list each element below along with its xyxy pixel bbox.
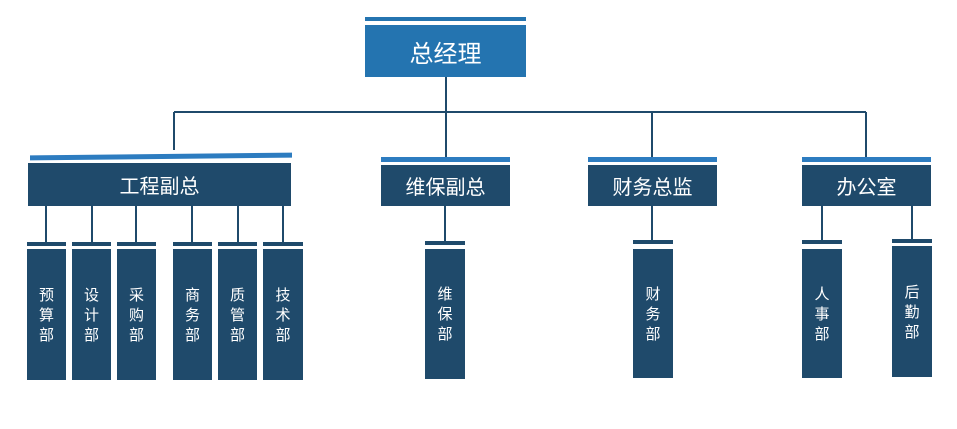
- finance-director-node: 财务总监: [588, 165, 717, 206]
- maintenance-vp-label: 维保副总: [405, 175, 486, 199]
- dept-design-bar: [72, 242, 111, 246]
- maintenance-accent-bar: [381, 157, 510, 162]
- dept-quality-bar: [218, 242, 257, 246]
- dept-logistics-label: 后勤部: [904, 282, 920, 341]
- finance-accent-bar: [588, 157, 717, 162]
- dept-quality-label: 质管部: [229, 285, 245, 344]
- dept-technical-bar: [263, 242, 303, 246]
- office-node: 办公室: [802, 165, 931, 206]
- root-label: 总经理: [409, 39, 482, 68]
- dept-commerce-bar: [173, 242, 212, 246]
- dept-design: 设计部: [72, 249, 111, 380]
- root-node: 总经理: [365, 25, 526, 77]
- engineering-vp-node: 工程副总: [28, 163, 291, 206]
- dept-commerce: 商务部: [173, 249, 212, 380]
- dept-technical-label: 技术部: [275, 285, 291, 344]
- dept-finance: 财务部: [633, 249, 673, 378]
- dept-maintenance-label: 维保部: [437, 285, 453, 343]
- engineering-vp-label: 工程副总: [119, 174, 200, 198]
- dept-finance-label: 财务部: [645, 284, 661, 343]
- dept-hr-bar: [802, 240, 842, 244]
- root-accent-bar: [365, 17, 526, 21]
- dept-logistics: 后勤部: [892, 246, 932, 377]
- dept-hr-label: 人事部: [814, 284, 830, 343]
- dept-technical: 技术部: [263, 249, 303, 380]
- dept-procurement-label: 采购部: [128, 285, 144, 344]
- office-accent-bar: [802, 157, 931, 162]
- dept-commerce-label: 商务部: [184, 285, 200, 344]
- dept-design-label: 设计部: [83, 285, 99, 344]
- finance-director-label: 财务总监: [612, 175, 693, 199]
- dept-procurement-bar: [117, 242, 156, 246]
- maintenance-vp-node: 维保副总: [381, 165, 510, 206]
- dept-budget-bar: [27, 242, 66, 246]
- dept-hr: 人事部: [802, 249, 842, 378]
- dept-maintenance-bar: [425, 241, 465, 245]
- office-label: 办公室: [836, 175, 897, 199]
- dept-budget: 预算部: [27, 249, 66, 380]
- dept-quality: 质管部: [218, 249, 257, 380]
- dept-finance-bar: [633, 240, 673, 244]
- dept-maintenance: 维保部: [425, 249, 465, 379]
- dept-budget-label: 预算部: [38, 285, 54, 344]
- dept-procurement: 采购部: [117, 249, 156, 380]
- dept-logistics-bar: [892, 239, 932, 243]
